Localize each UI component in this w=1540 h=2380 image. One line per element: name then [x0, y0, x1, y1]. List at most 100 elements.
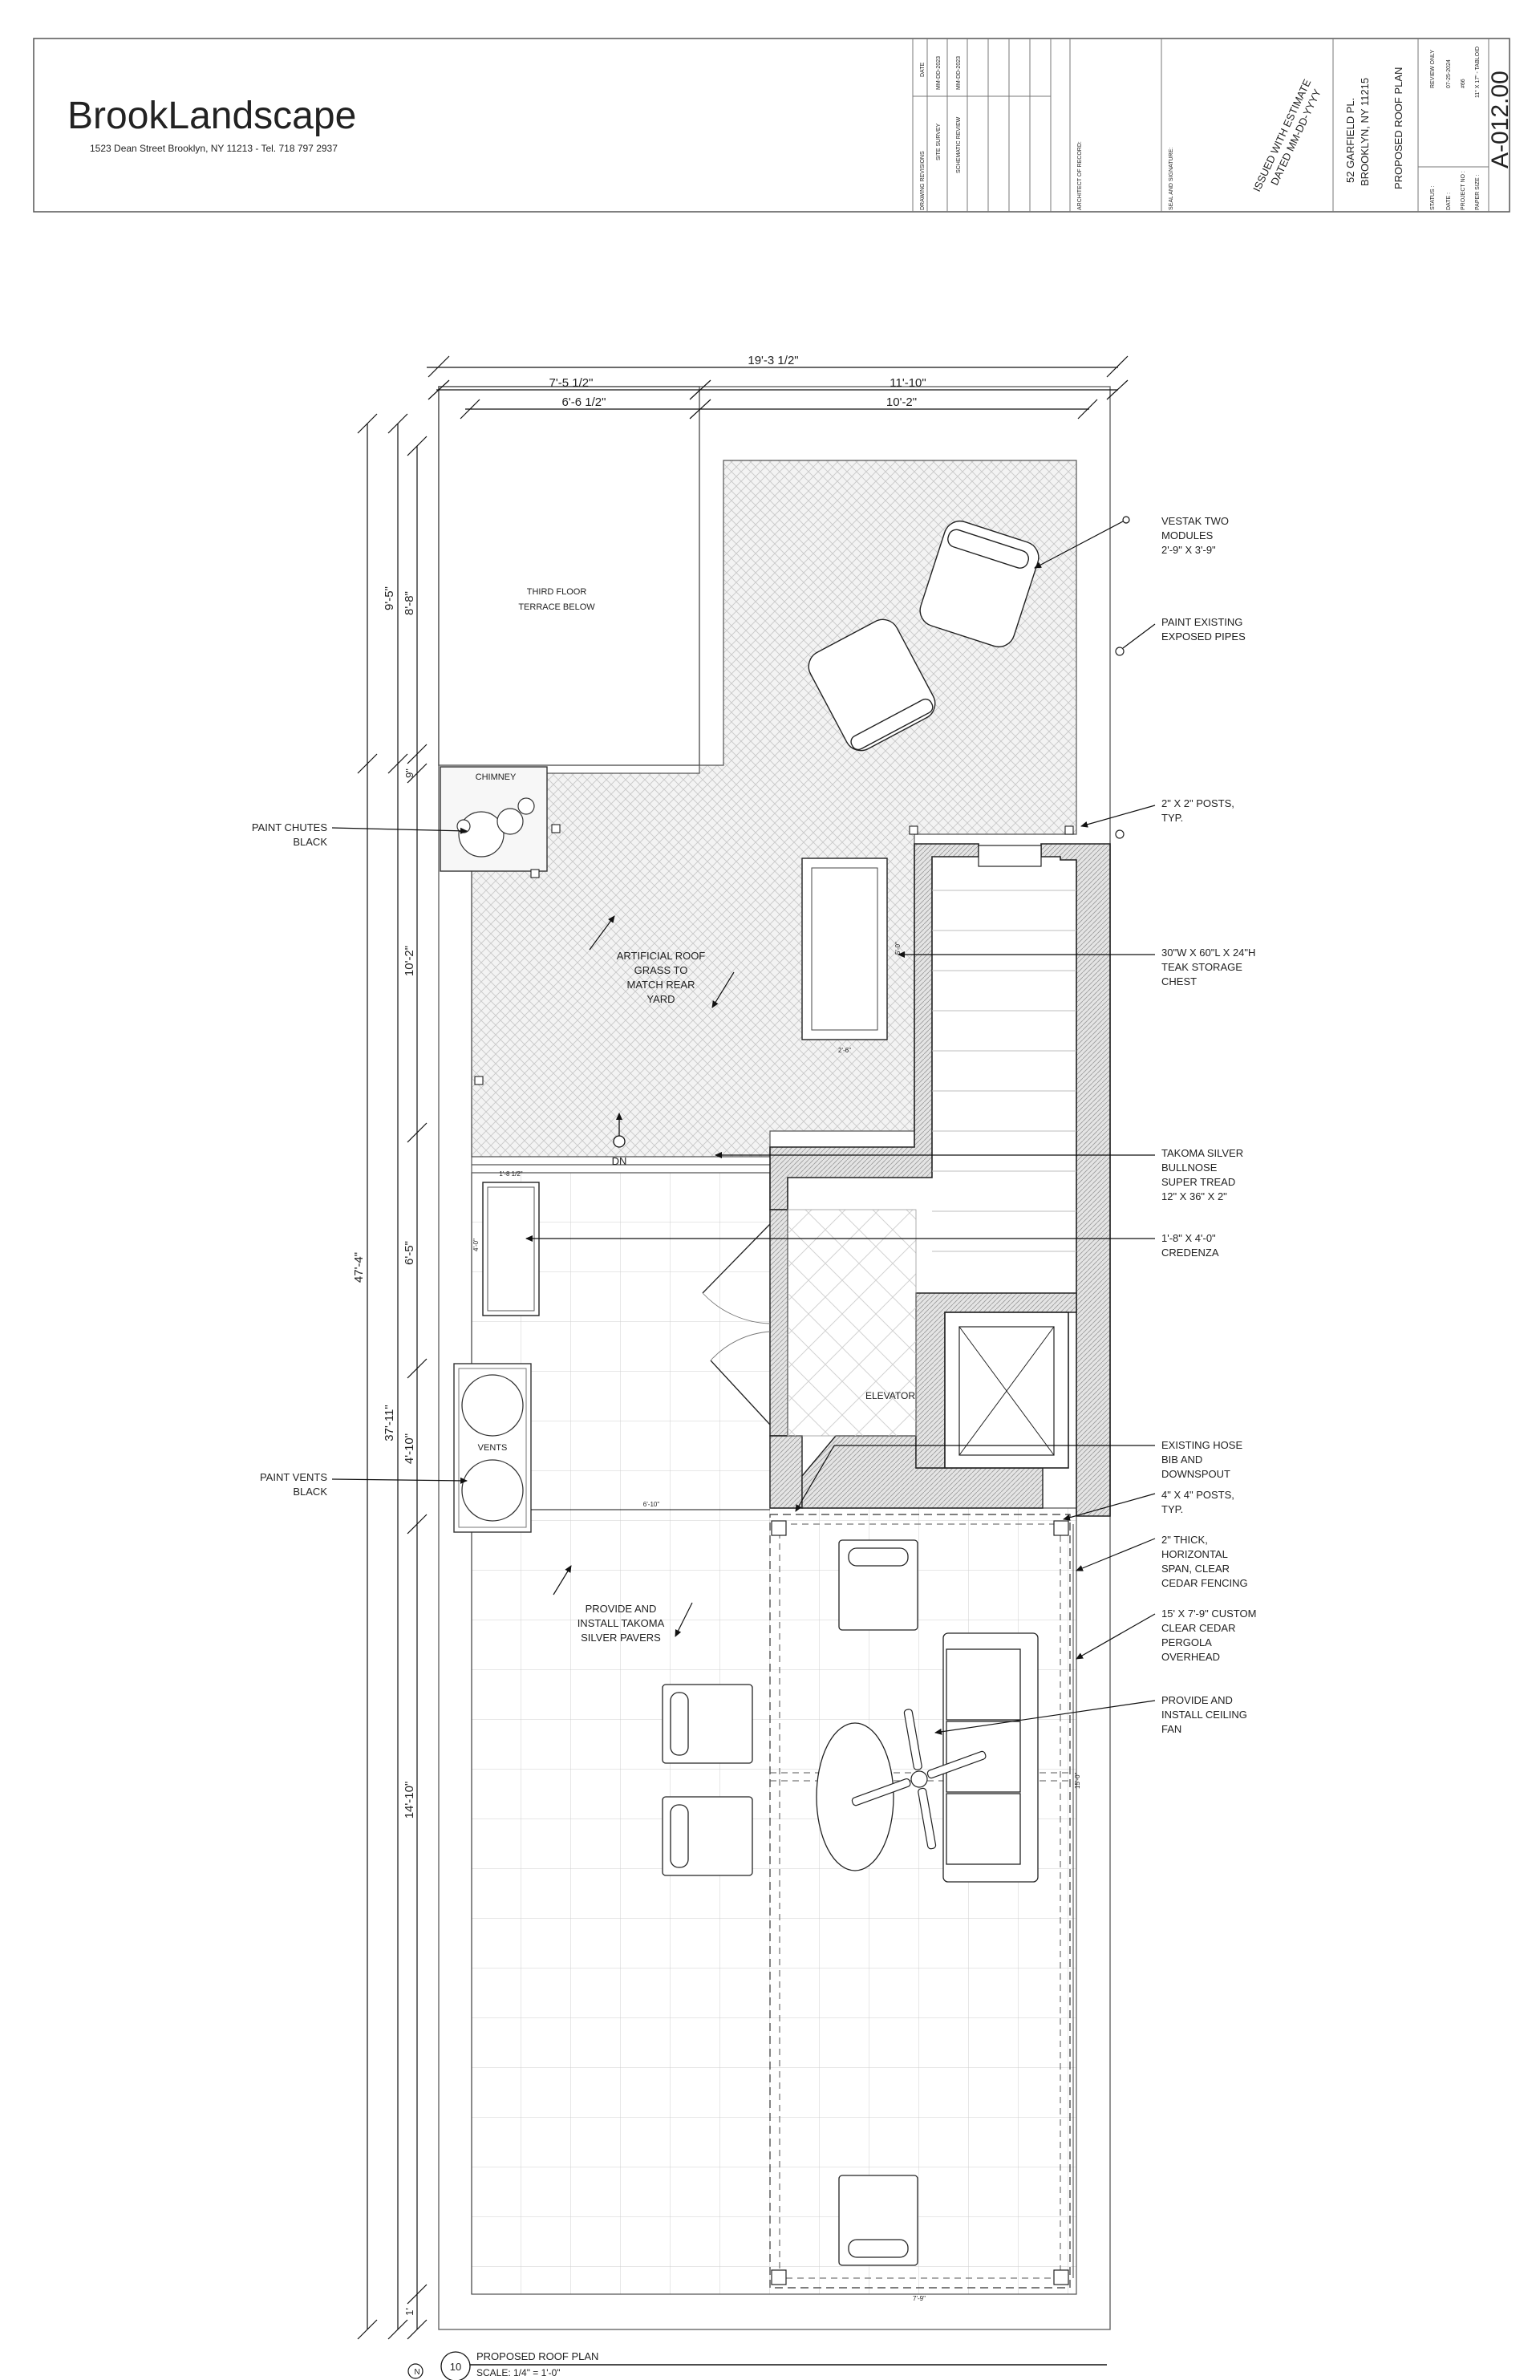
dim-left-bottom: 37'-11": [383, 1405, 396, 1441]
callout-paint-vents-line2: BLACK: [293, 1486, 327, 1498]
callout-chest-line2: TEAK STORAGE: [1161, 961, 1242, 973]
drawing-title: PROPOSED ROOF PLAN: [476, 2350, 598, 2362]
callout-chest-line3: CHEST: [1161, 975, 1197, 987]
chimney-chute-large: [458, 811, 505, 858]
callout-posts-4x4: 4" X 4" POSTS, TYP.: [1161, 1489, 1234, 1515]
callout-tread-line2: BULLNOSE: [1161, 1162, 1218, 1174]
callout-cedar-fencing: 2" THICK, HORIZONTAL SPAN, CLEAR CEDAR F…: [1161, 1534, 1248, 1589]
dim-inner-2: 9": [403, 768, 415, 778]
callout-fan-line2: INSTALL CEILING: [1161, 1709, 1247, 1721]
callout-paint-chutes-line1: PAINT CHUTES: [252, 821, 327, 833]
dim-overall-depth: 47'-4": [352, 1252, 366, 1283]
teak-storage-chest: [801, 858, 888, 1040]
sheet-number: A-012.00: [1487, 71, 1514, 168]
dim-top-right: 11'-10": [890, 376, 926, 390]
roof-plan: THIRD FLOOR TERRACE BELOW ARTIFICIAL ROO…: [252, 354, 1256, 2340]
callout-hose-line1: EXISTING HOSE: [1161, 1439, 1242, 1451]
pergola-post-sw: [771, 2269, 787, 2285]
callout-chest-line1: 30"W X 60"L X 24"H: [1161, 947, 1255, 959]
callout-credenza-line2: CREDENZA: [1161, 1247, 1219, 1259]
north-arrow-icon: [407, 2363, 424, 2379]
callout-pergola-line1: 15' X 7'-9" CUSTOM: [1161, 1608, 1256, 1620]
paper-size-value: 11" X 17" - TABLOID: [1475, 47, 1481, 98]
callout-pipes-line1: PAINT EXISTING: [1161, 616, 1242, 628]
callout-tread-line3: SUPER TREAD: [1161, 1176, 1235, 1188]
callouts-right: [525, 521, 1156, 1735]
status-value: REVIEW ONLY: [1430, 50, 1436, 88]
chest-length-dim: 5'-0": [894, 942, 902, 955]
stair-top-opening: [978, 845, 1042, 867]
ceiling-fan: [851, 1709, 987, 1850]
callout-paint-chutes: PAINT CHUTES BLACK: [252, 821, 468, 848]
pavers-label-line1: PROVIDE AND: [586, 1603, 657, 1615]
callout-pergola-line2: CLEAR CEDAR: [1161, 1622, 1235, 1634]
status-label: STATUS :: [1430, 185, 1436, 210]
project-no-value: #66: [1461, 79, 1466, 88]
date-value: 07-25-2024: [1446, 59, 1452, 88]
callout-posts-2x2-line2: TYP.: [1161, 812, 1183, 824]
callout-stair-tread: TAKOMA SILVER BULLNOSE SUPER TREAD 12" X…: [1161, 1147, 1243, 1202]
revisions-header: DRAWING REVISIONS: [920, 151, 926, 210]
callout-tread-line1: TAKOMA SILVER: [1161, 1147, 1243, 1159]
chimney-label: CHIMNEY: [476, 772, 517, 782]
grass-label-line4: YARD: [646, 993, 675, 1005]
vents-label: VENTS: [478, 1443, 508, 1453]
project-info: STATUS : REVIEW ONLY DATE : 07-25-2024 P…: [1430, 47, 1481, 210]
pergola-post-nw: [771, 1520, 787, 1536]
callout-posts-4x4-line1: 4" X 4" POSTS,: [1161, 1489, 1234, 1501]
revision-1-date: MM-DD-2023: [936, 56, 942, 90]
callout-hose-line3: DOWNSPOUT: [1161, 1468, 1230, 1480]
dim-inner-1: 8'-8": [403, 591, 416, 615]
callout-storage-chest: 30"W X 60"L X 24"H TEAK STORAGE CHEST: [1161, 947, 1255, 987]
revision-grid: [912, 39, 1489, 212]
dim-top-right-inner: 10'-2": [886, 395, 917, 409]
dim-top-left: 7'-5 1/2": [549, 376, 594, 390]
elevator-lobby: [787, 1209, 917, 1437]
project-address-line2: BROOKLYN, NY 11215: [1359, 78, 1371, 186]
callout-credenza-line1: 1'-8" X 4'-0": [1161, 1232, 1216, 1244]
seal-label: SEAL AND SIGNATURE:: [1169, 148, 1174, 210]
chest-width-dim: 2'-6": [838, 1047, 851, 1054]
down-arrow: DN: [612, 1113, 626, 1167]
title-block: BrookLandscape 1523 Dean Street Brooklyn…: [33, 38, 1514, 213]
callout-fencing-line1: 2" THICK,: [1161, 1534, 1208, 1546]
company-name: BrookLandscape: [67, 95, 356, 137]
pergola-length-dim: 15'-0": [1074, 1772, 1081, 1789]
company-address: 1523 Dean Street Brooklyn, NY 11213 - Te…: [90, 143, 338, 154]
callout-paint-vents: PAINT VENTS BLACK: [260, 1471, 468, 1498]
callout-vestak-line1: VESTAK TWO: [1161, 515, 1229, 527]
callout-vestak-line2: MODULES: [1161, 529, 1214, 541]
grass-label-line2: GRASS TO: [634, 964, 688, 976]
pergola-width-dim: 7'-9": [913, 2295, 926, 2302]
dim-inner-6: 14'-10": [403, 1782, 416, 1819]
callout-posts-2x2: 2" X 2" POSTS, TYP.: [1161, 797, 1234, 824]
revision-1-label: SITE SURVEY: [936, 124, 942, 160]
credenza-width-dim: 1'-8 1/2": [499, 1170, 522, 1178]
credenza: [482, 1182, 540, 1316]
callout-fencing-line3: SPAN, CLEAR: [1161, 1563, 1230, 1575]
dim-inner-5: 4'-10": [403, 1433, 416, 1464]
project-address-line1: 52 GARFIELD PL.: [1344, 98, 1356, 183]
callout-vestak-line3: 2'-9" X 3'-9": [1161, 544, 1216, 556]
callout-pergola-line3: PERGOLA: [1161, 1636, 1212, 1648]
north-label: N: [414, 2368, 419, 2377]
date-label: DATE :: [1446, 193, 1452, 210]
callout-tread-line4: 12" X 36" X 2": [1161, 1190, 1227, 1202]
architect-label: ARCHITECT OF RECORD:: [1077, 141, 1083, 210]
pavers-slope-arrow-1: [553, 1565, 572, 1595]
grass-slope-arrow-2: [711, 971, 735, 1008]
callout-pergola: 15' X 7'-9" CUSTOM CLEAR CEDAR PERGOLA O…: [1161, 1608, 1256, 1663]
elevator-label: ELEVATOR: [865, 1390, 915, 1401]
dim-top-left-inner: 6'-6 1/2": [562, 395, 606, 409]
stair-treads: [932, 890, 1076, 1252]
dim-inner-4: 6'-5": [403, 1241, 416, 1265]
dim-inner-7: 1': [403, 2308, 415, 2316]
third-floor-terrace: [438, 386, 700, 766]
revision-2-date: MM-DD-2023: [956, 56, 962, 90]
dim-left-top: 9'-5": [383, 586, 396, 610]
credenza-length-dim: 4'-0": [472, 1239, 480, 1251]
callout-fan-line3: FAN: [1161, 1723, 1181, 1735]
vent-upper: [461, 1374, 524, 1437]
callout-posts-2x2-line1: 2" X 2" POSTS,: [1161, 797, 1234, 809]
